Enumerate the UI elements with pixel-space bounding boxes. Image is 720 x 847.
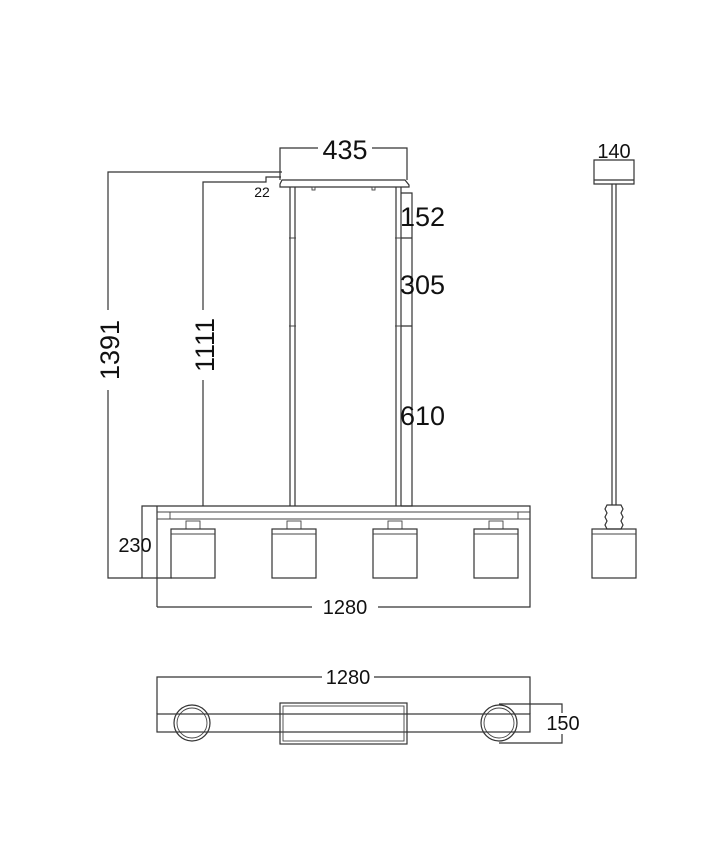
dim-body-height-label: 230	[118, 535, 151, 557]
top-lamp	[173, 704, 211, 742]
lamp-shade	[170, 520, 216, 579]
dim-rod-segment-3: 610	[400, 401, 445, 431]
dim-canopy-width: 435	[279, 135, 408, 180]
dim-rod-segment-2: 305	[400, 270, 445, 300]
dim-drop-height-label: 1111	[190, 318, 220, 372]
suspension-rods	[289, 187, 402, 506]
dim-body-height: 230	[118, 505, 157, 578]
dim-top-width-label: 150	[546, 713, 579, 735]
lamp-shade	[271, 520, 317, 579]
canopy	[279, 179, 410, 188]
dim-rod-segments: 152 305 610	[400, 192, 453, 507]
dim-top-length: 1280	[156, 667, 531, 714]
top-view: 1280 150	[156, 667, 580, 745]
dim-canopy-depth-label: 140	[597, 141, 630, 163]
dim-canopy-offset-label: 22	[254, 184, 270, 200]
side-view: 140	[591, 141, 637, 579]
dim-overall-height: 1391	[95, 171, 282, 579]
lamp-shade	[372, 520, 418, 579]
top-canopy	[279, 702, 408, 745]
dim-overall-length: 1280	[157, 578, 531, 619]
side-rod	[611, 184, 617, 505]
top-bar	[156, 713, 531, 733]
dim-top-length-label: 1280	[326, 667, 371, 689]
top-lamp	[480, 704, 518, 742]
canopy-screw	[311, 186, 316, 191]
light-bar	[156, 505, 531, 607]
dim-rod-segment-1: 152	[400, 202, 445, 232]
side-canopy	[593, 159, 635, 185]
dim-drop-height: 1111 22	[190, 176, 281, 506]
canopy-screw	[371, 186, 376, 191]
dim-canopy-width-label: 435	[322, 135, 367, 165]
dim-overall-length-label: 1280	[323, 597, 368, 619]
lamp-shade	[473, 520, 519, 579]
lamp-shades	[170, 520, 519, 579]
side-lamp-shade	[591, 528, 637, 579]
front-view: 435 1391 1111 22 152	[95, 135, 531, 619]
side-lamp-holder	[604, 504, 624, 530]
dim-overall-height-label: 1391	[95, 320, 125, 380]
dim-top-width: 150	[499, 703, 580, 744]
